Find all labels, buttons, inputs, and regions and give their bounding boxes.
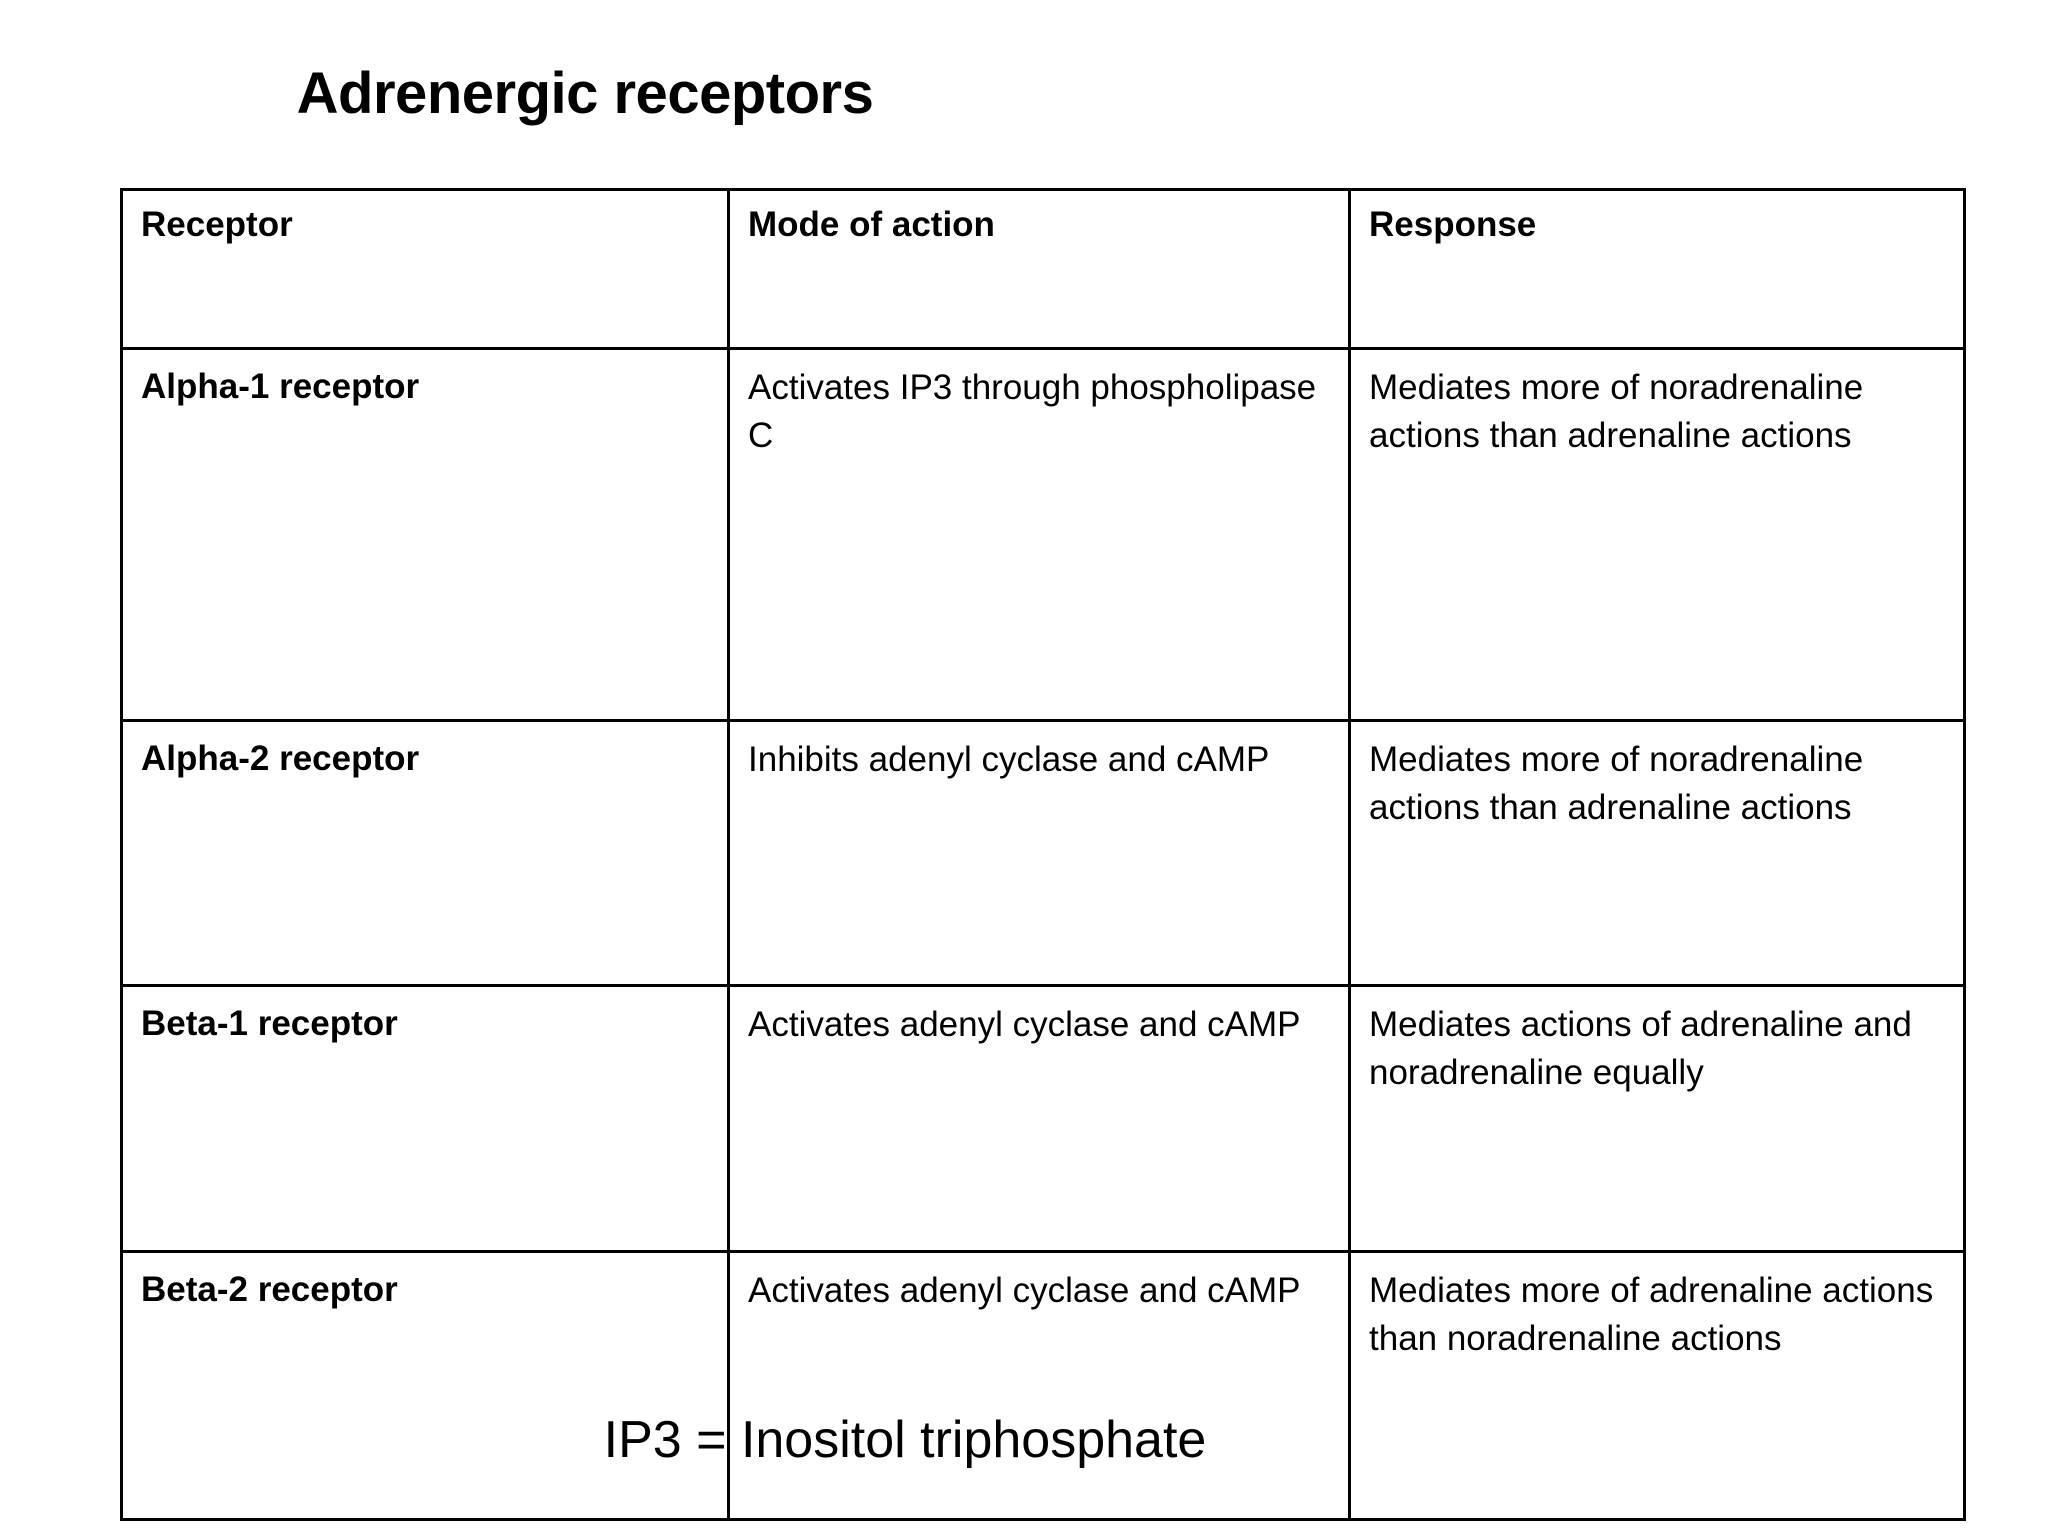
receptor-name: Alpha-1 receptor: [141, 367, 420, 406]
cell-response: Mediates actions of adrenaline and norad…: [1348, 984, 1966, 1253]
table-row: Beta-2 receptor Activates adenyl cyclase…: [120, 1250, 1966, 1521]
cell-receptor: Alpha-2 receptor: [120, 719, 730, 987]
column-header-receptor: Receptor: [120, 188, 730, 350]
column-header-mode-of-action: Mode of action: [727, 188, 1351, 350]
table-body: Alpha-1 receptor Activates IP3 through p…: [120, 347, 1966, 1521]
column-header-receptor-label: Receptor: [141, 205, 293, 244]
mode-of-action-text: Activates IP3 through phospholipase C: [748, 368, 1317, 455]
cell-receptor: Beta-1 receptor: [120, 984, 730, 1253]
response-text: Mediates actions of adrenaline and norad…: [1369, 1005, 1912, 1092]
receptor-name: Alpha-2 receptor: [141, 739, 420, 778]
cell-mode-of-action: Inhibits adenyl cyclase and cAMP: [727, 719, 1351, 987]
table-row: Beta-1 receptor Activates adenyl cyclase…: [120, 984, 1966, 1253]
table-row: Alpha-1 receptor Activates IP3 through p…: [120, 347, 1966, 722]
mode-of-action-text: Inhibits adenyl cyclase and cAMP: [748, 740, 1270, 779]
cell-response: Mediates more of noradrenaline actions t…: [1348, 719, 1966, 987]
abbreviation-legend: IP3 = Inositol triphosphate: [603, 1411, 1207, 1469]
cell-mode-of-action: Activates IP3 through phospholipase C: [727, 347, 1351, 722]
column-header-response: Response: [1348, 188, 1966, 350]
cell-mode-of-action: Activates adenyl cyclase and cAMP: [727, 984, 1351, 1253]
response-text: Mediates more of noradrenaline actions t…: [1369, 368, 1864, 455]
mode-of-action-text: Activates adenyl cyclase and cAMP: [748, 1271, 1301, 1310]
table-header: Receptor Mode of action Response: [120, 188, 1966, 350]
page-title: Adrenergic receptors: [296, 61, 874, 126]
cell-receptor: Beta-2 receptor: [120, 1250, 730, 1521]
receptor-name: Beta-2 receptor: [141, 1270, 398, 1309]
receptor-name: Beta-1 receptor: [141, 1004, 398, 1043]
cell-response: Mediates more of adrenaline actions than…: [1348, 1250, 1966, 1521]
cell-response: Mediates more of noradrenaline actions t…: [1348, 347, 1966, 722]
column-header-mode-of-action-label: Mode of action: [748, 205, 995, 244]
table-row: Alpha-2 receptor Inhibits adenyl cyclase…: [120, 719, 1966, 987]
cell-receptor: Alpha-1 receptor: [120, 347, 730, 722]
cell-mode-of-action: Activates adenyl cyclase and cAMP: [727, 1250, 1351, 1521]
response-text: Mediates more of noradrenaline actions t…: [1369, 740, 1864, 827]
table-header-row: Receptor Mode of action Response: [120, 188, 1966, 350]
mode-of-action-text: Activates adenyl cyclase and cAMP: [748, 1005, 1301, 1044]
adrenergic-receptors-table: Receptor Mode of action Response Alpha-1…: [120, 188, 1966, 1521]
column-header-response-label: Response: [1369, 205, 1537, 244]
adrenergic-receptors-table-wrapper: Receptor Mode of action Response Alpha-1…: [120, 188, 1966, 1521]
response-text: Mediates more of adrenaline actions than…: [1369, 1271, 1934, 1358]
